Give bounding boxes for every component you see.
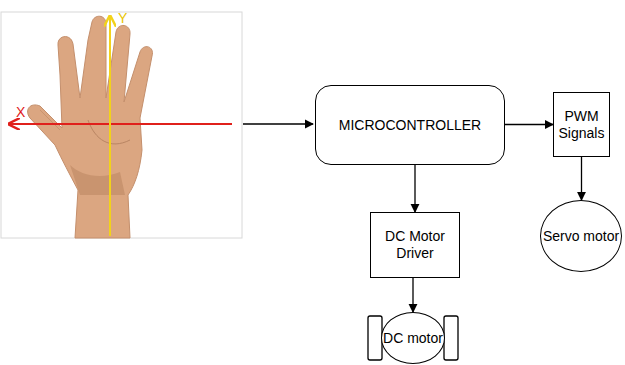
servo-circle: Servo motor: [540, 200, 622, 272]
flow-arrow: [412, 278, 413, 312]
wheel: [444, 316, 458, 360]
signal-box: PWM Signals: [553, 92, 610, 157]
node-label: Servo motor: [543, 228, 619, 245]
node-label: PWM Signals: [554, 108, 609, 142]
flow-arrow: [505, 124, 553, 125]
flow-arrow: [414, 165, 415, 212]
flow-arrow: [581, 157, 582, 200]
wheel: [368, 316, 382, 360]
y-axis: [109, 16, 111, 236]
node-label: DC Motor Driver: [371, 228, 459, 262]
motor-circle: DC motor: [381, 312, 445, 364]
node-label: MICROCONTROLLER: [339, 117, 481, 134]
node-label: DC motor: [383, 330, 443, 347]
axis-label: Y: [118, 10, 127, 26]
hand: [28, 16, 153, 238]
image-frame: [1, 12, 242, 238]
axis-label: X: [16, 104, 25, 120]
driver-box: DC Motor Driver: [370, 212, 460, 278]
input-arrow: [243, 123, 313, 124]
controller-box: MICROCONTROLLER: [315, 85, 505, 165]
x-axis: [9, 123, 232, 125]
